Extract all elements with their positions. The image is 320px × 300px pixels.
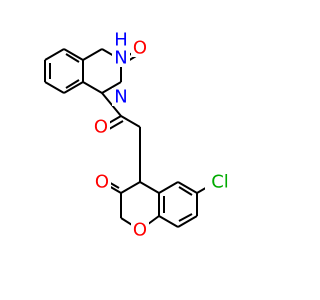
bond bbox=[63, 81, 84, 94]
atom-label-cl: Cl bbox=[211, 172, 229, 193]
bond bbox=[82, 48, 103, 61]
bond bbox=[44, 48, 65, 61]
bond bbox=[120, 115, 141, 128]
bond bbox=[63, 48, 84, 61]
atom-label-o: O bbox=[133, 220, 147, 241]
bond bbox=[177, 215, 198, 228]
bond bbox=[178, 186, 193, 196]
bond bbox=[44, 81, 65, 94]
bond bbox=[65, 79, 80, 89]
bonds bbox=[44, 48, 217, 231]
atom-label-h: H bbox=[114, 30, 128, 51]
bond bbox=[177, 181, 198, 194]
molecule-structure-diagram: H N N O O O O Cl bbox=[44, 29, 235, 241]
bond bbox=[139, 181, 160, 194]
bond bbox=[101, 92, 122, 117]
atom-label-n: N bbox=[114, 87, 127, 108]
bond bbox=[158, 215, 179, 228]
bond bbox=[101, 81, 122, 94]
atom-label-o: O bbox=[95, 172, 109, 193]
bond bbox=[82, 81, 103, 94]
bond bbox=[120, 181, 141, 194]
atom-labels: H N N O O O O Cl bbox=[92, 30, 235, 241]
bond bbox=[178, 213, 193, 222]
atom-label-o: O bbox=[94, 117, 108, 138]
bond bbox=[65, 53, 80, 63]
bond bbox=[158, 181, 179, 194]
atom-label-o: O bbox=[133, 38, 147, 59]
atom-label-n: N bbox=[114, 48, 127, 69]
